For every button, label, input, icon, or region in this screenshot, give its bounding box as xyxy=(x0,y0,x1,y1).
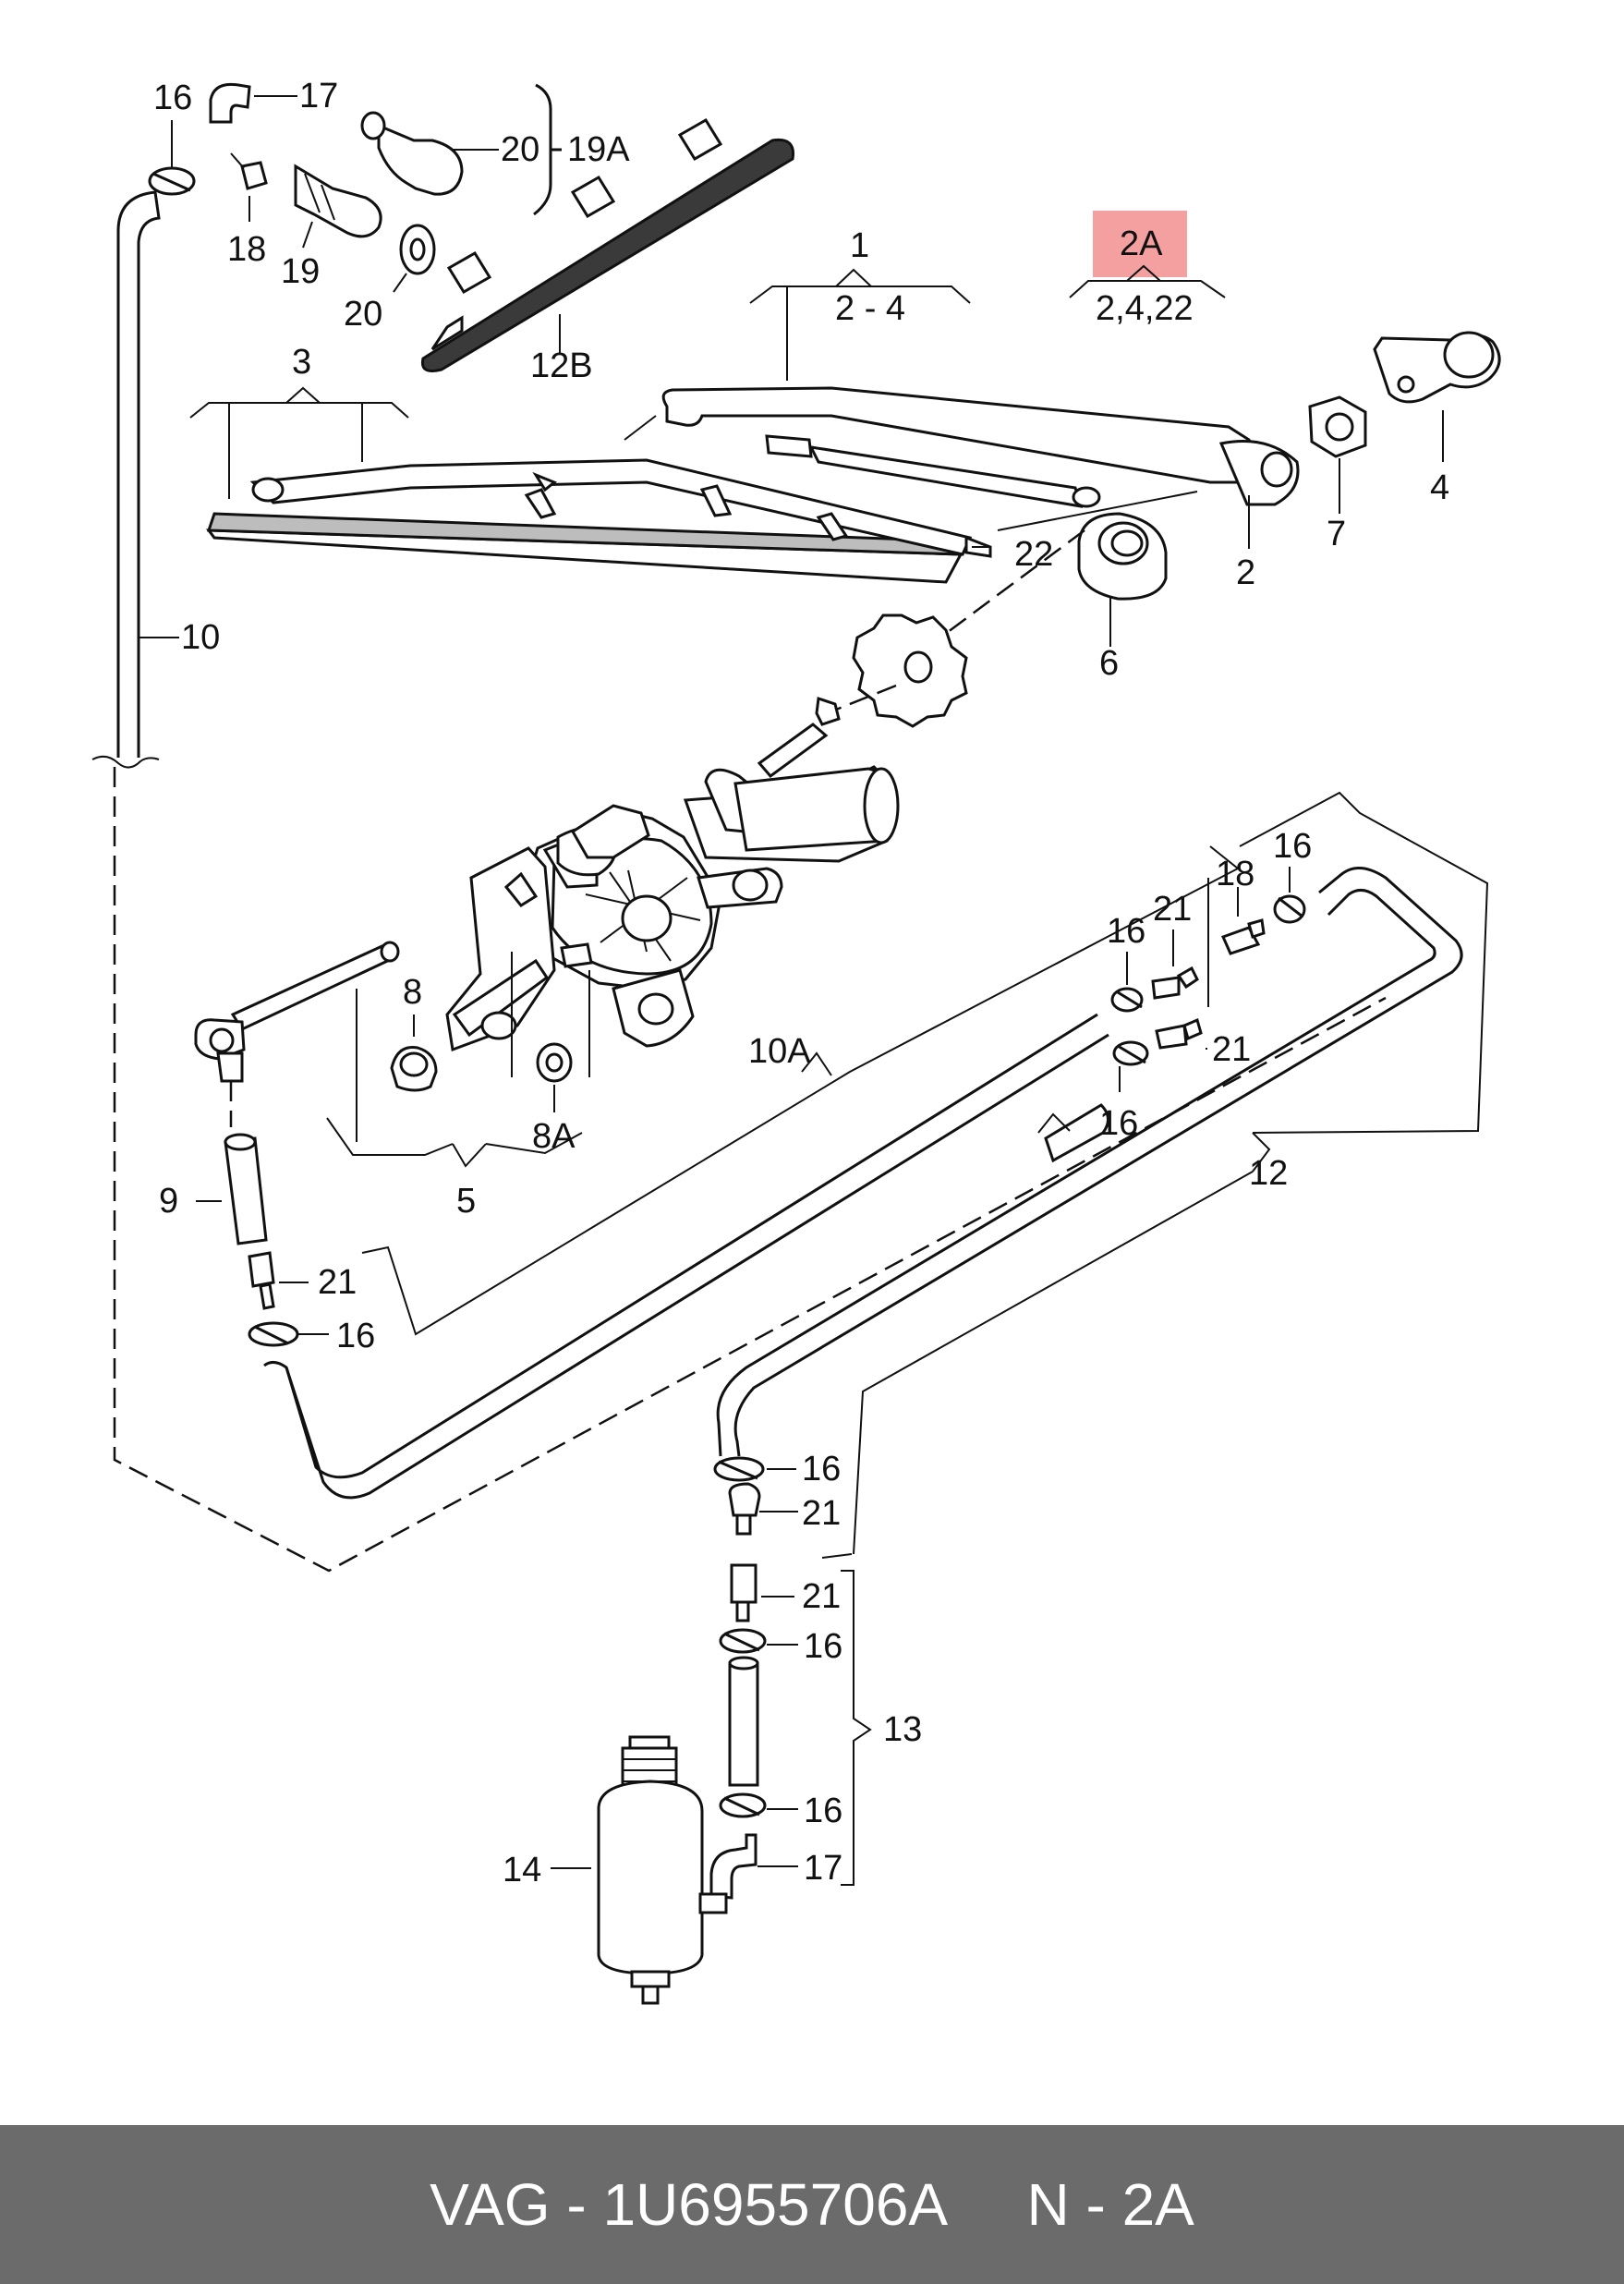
grommet-6 xyxy=(1077,512,1168,601)
clamp-16-top xyxy=(148,166,196,196)
label-3: 3 xyxy=(292,343,311,382)
hose-10 xyxy=(91,190,161,769)
connector-18-r xyxy=(1220,918,1266,955)
washer-20 xyxy=(399,224,436,275)
nozzle-20-top xyxy=(360,111,464,196)
label-2: 2 xyxy=(1236,553,1255,592)
label-16-a: 16 xyxy=(153,79,192,117)
label-8A: 8A xyxy=(532,1117,576,1156)
label-21-d: 21 xyxy=(802,1494,841,1533)
label-9: 9 xyxy=(159,1182,178,1221)
nut-7 xyxy=(1308,395,1367,458)
label-21-b: 21 xyxy=(1212,1030,1251,1069)
hose-13 xyxy=(728,1656,759,1787)
clamp-16-r2 xyxy=(1273,894,1306,924)
label-2A: 2A xyxy=(1120,225,1163,263)
label-16-b: 16 xyxy=(1273,827,1312,866)
label-5: 5 xyxy=(456,1182,476,1221)
label-10A: 10A xyxy=(748,1032,811,1071)
label-17-a: 17 xyxy=(299,77,338,115)
label-20-b: 20 xyxy=(344,295,382,334)
label-10: 10 xyxy=(181,618,220,657)
wiper-arm xyxy=(661,386,1300,508)
connector-21-left xyxy=(248,1251,275,1310)
label-12B: 12B xyxy=(530,346,593,385)
pump-14 xyxy=(597,1735,728,2005)
label-16-g: 16 xyxy=(804,1627,842,1666)
label-7: 7 xyxy=(1327,515,1346,553)
wiper-motor-5 xyxy=(445,696,900,1052)
label-16-d: 16 xyxy=(1099,1104,1138,1143)
hose-10-lower xyxy=(263,1013,1109,1500)
clamp-16-r3 xyxy=(1112,1040,1149,1066)
label-12: 12 xyxy=(1249,1154,1288,1193)
clamp-16-lower2 xyxy=(719,1792,767,1818)
connector-21-r2 xyxy=(1155,1017,1203,1050)
highlight-2A-box xyxy=(1093,211,1187,277)
clamp-16-lower1 xyxy=(719,1628,767,1654)
label-6: 6 xyxy=(1099,644,1119,683)
label-8: 8 xyxy=(403,973,422,1012)
clamp-16-left xyxy=(248,1321,299,1347)
label-21-a: 21 xyxy=(1153,890,1192,929)
label-1-range: 2 - 4 xyxy=(835,289,905,328)
label-21-e: 21 xyxy=(802,1577,841,1616)
label-18-a: 18 xyxy=(227,230,266,269)
label-13: 13 xyxy=(883,1710,922,1749)
label-1: 1 xyxy=(850,226,869,265)
linkage-rod xyxy=(194,941,400,1127)
connector-21-lower xyxy=(730,1563,757,1622)
grommet-8 xyxy=(390,1045,438,1092)
connector-21-r1 xyxy=(1151,966,1199,1000)
hose-12 xyxy=(716,867,1463,1457)
label-20-a: 20 xyxy=(501,130,539,169)
label-14: 14 xyxy=(503,1851,541,1889)
seal-washer xyxy=(852,614,968,728)
label-16-c: 16 xyxy=(1107,912,1145,951)
cap-4 xyxy=(1373,331,1501,404)
wiper-parts-diagram: 16 17 20 19A 18 19 20 12B 1 2 - 4 2A 2,4… xyxy=(91,77,1501,2005)
washer-8A xyxy=(536,1042,573,1083)
label-18-b: 18 xyxy=(1216,855,1254,893)
label-19: 19 xyxy=(281,252,320,291)
label-16-f: 16 xyxy=(802,1450,841,1488)
clamp-16-mid xyxy=(713,1456,765,1482)
nozzle-19 xyxy=(294,164,382,238)
wiper-blade-3 xyxy=(205,458,992,584)
elbow-17-top xyxy=(209,82,251,124)
clamp-16-r1 xyxy=(1110,987,1144,1013)
spray-bar-12B xyxy=(420,117,795,372)
label-19A: 19A xyxy=(567,130,630,169)
label-17-b: 17 xyxy=(804,1849,842,1888)
hose-9 xyxy=(224,1133,268,1245)
elbow-17-lower xyxy=(709,1833,757,1900)
label-16-h: 16 xyxy=(804,1792,842,1830)
connector-21-mid xyxy=(728,1482,761,1536)
connector-18-top xyxy=(230,152,268,190)
label-22: 22 xyxy=(1014,535,1053,574)
label-2A-range: 2,4,22 xyxy=(1096,289,1194,328)
label-4: 4 xyxy=(1430,468,1449,507)
footer-part-number: VAG - 1U6955706A N - 2A xyxy=(430,2171,1194,2238)
label-16-e: 16 xyxy=(336,1317,375,1355)
footer-bar: VAG - 1U6955706A N - 2A xyxy=(0,2125,1624,2284)
label-21-c: 21 xyxy=(318,1263,357,1302)
